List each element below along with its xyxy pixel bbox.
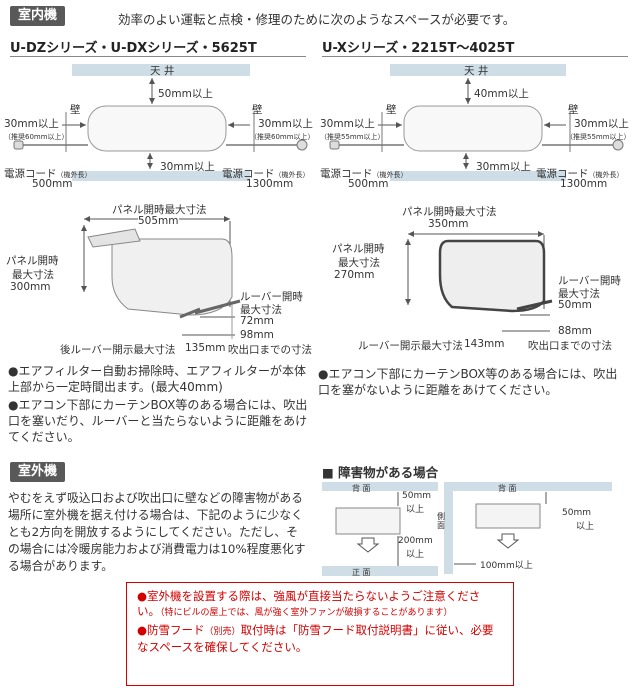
- obstacle2-d3b: 以上: [576, 522, 595, 532]
- right-panel-height: 270mm: [334, 269, 375, 281]
- left-louver-2: 最大寸法: [240, 304, 282, 316]
- left-rear-louver: 後ルーバー開示最大寸法: [60, 344, 176, 356]
- right-louver-val: 50mm: [558, 299, 592, 311]
- left-bottom-clear: 30mm以上: [160, 161, 215, 173]
- right-power-left: 電源コード（機外長）: [320, 168, 408, 180]
- right-left-note: （推奨55mm以上）: [320, 133, 385, 141]
- right-rear-louver: ルーバー開示最大寸法: [358, 340, 463, 352]
- left-power-left-len: 500mm: [32, 178, 73, 190]
- obstacle1-front: 正 面: [352, 568, 371, 577]
- left-power-right: 電源コード（機外長）: [222, 168, 310, 180]
- right-wall-right: 壁: [568, 104, 579, 116]
- left-front-view: 天 井 50mm以上 壁 壁 30mm以上 （推奨60mm以上） 30mm以上 …: [0, 60, 320, 195]
- left-ceiling-label: 天 井: [150, 65, 175, 77]
- left-top-clear: 50mm以上: [158, 88, 213, 100]
- left-outlet-label: 吹出口までの寸法: [228, 344, 312, 356]
- caution-box: ●室外機を設置する際は、強風が直接当たらないようご注意ください。（特にビルの屋上…: [126, 582, 514, 686]
- left-panel-height: 300mm: [10, 281, 51, 293]
- right-panel-max: パネル開時最大寸法: [402, 206, 497, 218]
- obstacle1-d2: 200mm: [398, 536, 433, 546]
- right-outlet-label: 吹出口までの寸法: [528, 340, 612, 352]
- right-series-title: U-Xシリーズ・2215T〜4025T: [322, 41, 515, 56]
- right-ceiling-label: 天 井: [464, 65, 489, 77]
- obstacle1-d1b: 以上: [406, 505, 425, 515]
- obstacle2-d4: 100mm以上: [480, 561, 533, 571]
- left-wall-left: 壁: [70, 104, 81, 116]
- obstacle-diagram-2-svg: [444, 482, 612, 574]
- left-series-title: U-DZシリーズ・U-DXシリーズ・5625T: [10, 41, 257, 56]
- obstacle1-d2b: 以上: [406, 550, 425, 560]
- left-note-1: ●エアフィルター自動お掃除時、エアフィルターが本体上部から一定時間出ます。(最大…: [8, 364, 306, 394]
- left-side-view: パネル開時最大寸法 505mm パネル開時 最大寸法 300mm ルーバー開時 …: [0, 197, 320, 357]
- left-wall-right: 壁: [252, 104, 263, 116]
- caution-line-2: ●防雪フード（別売）取付時は「防雪フード取付説明書」に従い、必要なスペースを確保…: [137, 623, 494, 654]
- right-panel-open-1: パネル開時: [332, 243, 385, 255]
- right-panel-width: 350mm: [428, 218, 469, 230]
- obstacle2-back: 背 面: [498, 484, 517, 493]
- left-louver-val: 72mm: [240, 315, 274, 327]
- obstacle2-side: 側 面: [437, 512, 445, 530]
- right-panel-open-2: 最大寸法: [338, 257, 380, 269]
- obstacle1-d1: 50mm: [402, 491, 431, 501]
- right-note-1: ●エアコン下部にカーテンBOX等のある場合には、吹出口を塞がないように距離をあけ…: [318, 367, 618, 397]
- right-front-view: 天 井 40mm以上 壁 壁 30mm以上 （推奨55mm以上） 30mm以上 …: [312, 60, 640, 195]
- right-side-diagram: [405, 231, 553, 332]
- left-left-clear: 30mm以上: [4, 118, 59, 130]
- right-outlet-val: 88mm: [558, 325, 592, 337]
- obstacle-diagram-1: 背 面 正 面 50mm 以上 200mm 以上: [322, 482, 440, 582]
- left-panel-max: パネル開時最大寸法: [112, 204, 207, 216]
- right-louver-1: ルーバー開時: [558, 275, 621, 287]
- left-right-clear: 30mm以上: [258, 118, 313, 130]
- left-note-2: ●エアコン下部にカーテンBOX等のある場合には、吹出口を塞いだり、ルーバーと当た…: [8, 398, 308, 444]
- right-power-left-len: 500mm: [348, 178, 389, 190]
- intro-text: 効率のよい運転と点検・修理のために次のようなスペースが必要です。: [118, 12, 516, 27]
- left-outlet-val: 98mm: [240, 329, 274, 341]
- right-front-diagram: [329, 64, 624, 181]
- obstacle-title: ■ 障害物がある場合: [322, 465, 439, 480]
- left-panel-width: 505mm: [138, 215, 179, 227]
- obstacle1-back: 背 面: [352, 484, 371, 493]
- left-power-left: 電源コード（機外長）: [4, 168, 92, 180]
- right-bottom-clear: 30mm以上: [476, 161, 531, 173]
- left-side-diagram: [81, 216, 241, 339]
- right-right-clear: 30mm以上: [574, 118, 629, 130]
- left-left-note: （推奨60mm以上）: [4, 133, 69, 141]
- obstacle2-d3: 50mm: [562, 508, 591, 518]
- right-right-note: （推奨55mm以上）: [566, 133, 631, 141]
- right-side-view: パネル開時最大寸法 350mm パネル開時 最大寸法 270mm ルーバー開時 …: [312, 197, 640, 357]
- right-rear-louver-val: 143mm: [464, 338, 505, 350]
- right-power-right-len: 1300mm: [560, 178, 608, 190]
- right-louver-2: 最大寸法: [558, 288, 600, 300]
- left-louver-1: ルーバー開時: [240, 291, 303, 303]
- caution-line-1: ●室外機を設置する際は、強風が直接当たらないようご注意ください。（特にビルの屋上…: [137, 589, 481, 618]
- outdoor-unit-tag: 室外機: [10, 462, 66, 482]
- right-power-right: 電源コード（機外長）: [536, 168, 624, 180]
- left-panel-open-1: パネル開時: [6, 255, 59, 267]
- left-front-diagram: [13, 64, 308, 181]
- left-right-note: （推奨60mm以上）: [250, 133, 315, 141]
- right-wall-left: 壁: [386, 104, 397, 116]
- indoor-unit-tag: 室内機: [10, 6, 66, 26]
- right-top-clear: 40mm以上: [474, 88, 529, 100]
- right-left-clear: 30mm以上: [320, 118, 375, 130]
- obstacle-diagram-2: 背 面 側 面 50mm 以上 100mm以上: [436, 482, 632, 582]
- left-panel-open-2: 最大寸法: [12, 269, 54, 281]
- obstacle-diagram-1-svg: [322, 482, 438, 576]
- outdoor-text: やむをえず吸込口および吹出口に壁などの障害物がある場所に室外機を据え付ける場合は…: [8, 491, 306, 573]
- left-power-right-len: 1300mm: [246, 178, 294, 190]
- left-rear-louver-val: 135mm: [185, 342, 226, 354]
